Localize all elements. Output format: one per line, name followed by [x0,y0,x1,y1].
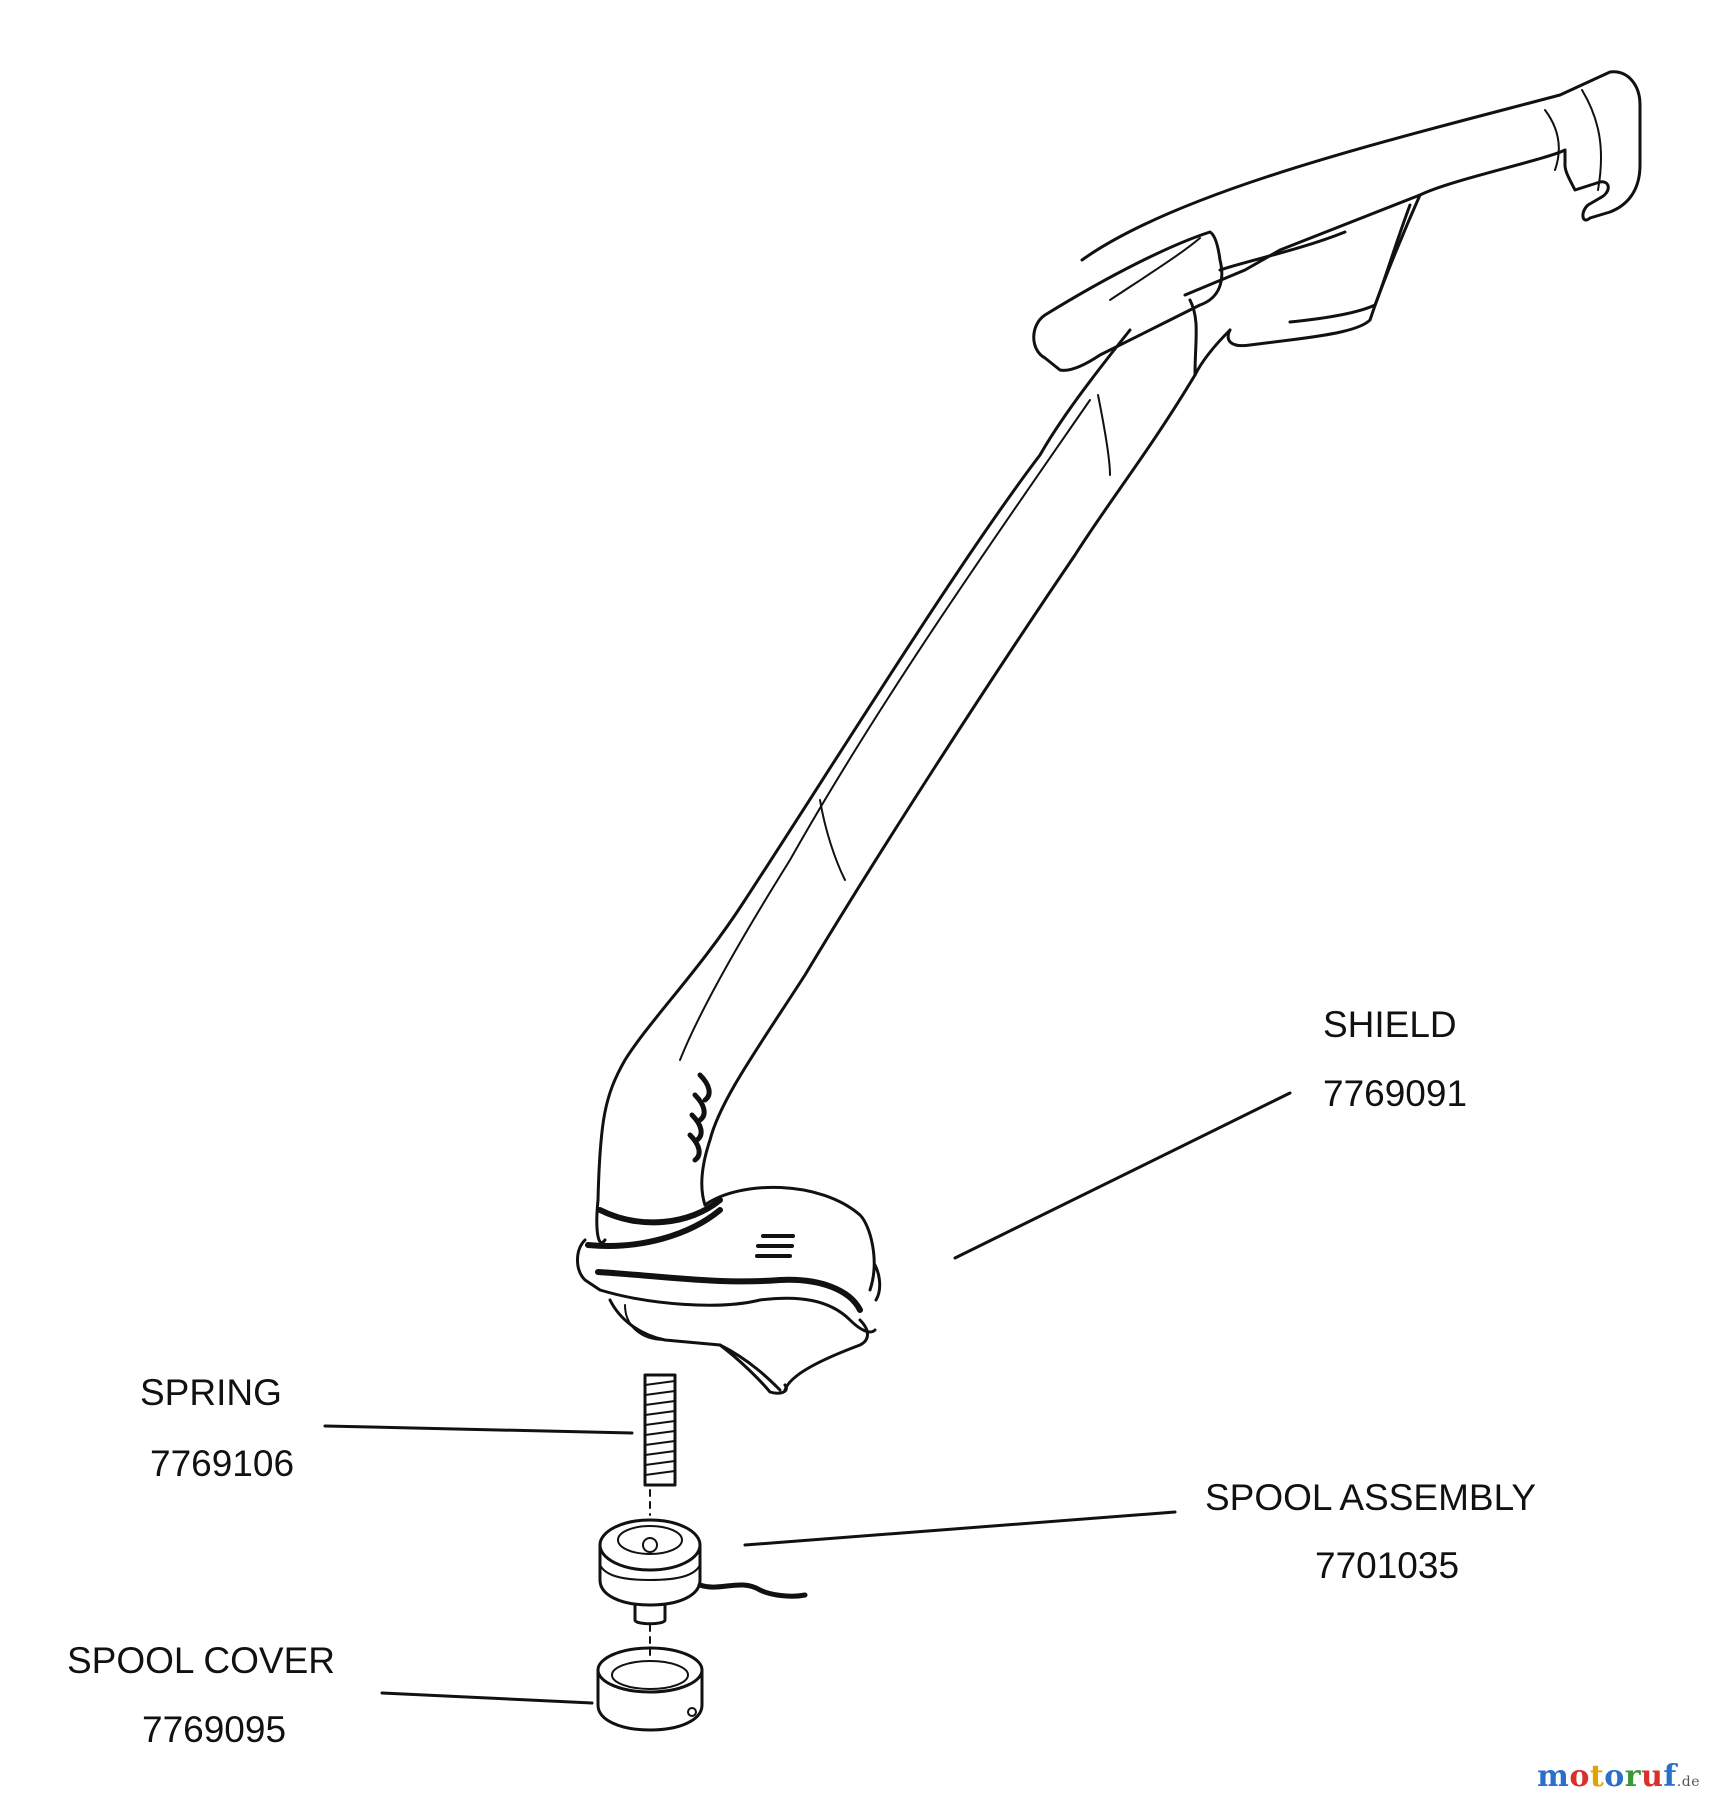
spool-cover-leader [380,1691,594,1705]
shield-part-number: 7769091 [1323,1073,1468,1114]
watermark-letter: o [1604,1759,1625,1794]
watermark-suffix: .de [1676,1774,1700,1790]
spring-label: SPRING [140,1372,282,1413]
watermark-letter: r [1624,1759,1642,1794]
spool-assembly-leader [743,1510,1177,1547]
spool-cover-part [596,1646,704,1732]
spool-assembly-part [598,1489,808,1661]
spool-cover-label: SPOOL COVER [67,1640,335,1681]
leader-lines [323,1091,1292,1705]
spool-cover-part-number: 7769095 [142,1709,287,1750]
spring-part [643,1373,677,1487]
spring-part-number: 7769106 [150,1443,295,1484]
shaft [596,328,1197,1207]
handle-assembly [1032,70,1642,377]
watermark-letter: f [1663,1759,1677,1794]
shield-leader [953,1091,1292,1260]
watermark-letter: m [1537,1759,1570,1794]
spool-assembly-part-number: 7701035 [1315,1545,1460,1586]
shield-housing [576,1072,882,1395]
watermark-letter: u [1641,1759,1664,1794]
watermark-letter: t [1589,1759,1605,1794]
shield-label: SHIELD [1323,1004,1457,1045]
spool-assembly-label: SPOOL ASSEMBLY [1205,1477,1537,1518]
watermark-letter: o [1569,1759,1590,1794]
motoruf-watermark: motoruf.de [1537,1759,1700,1794]
spring-leader [323,1424,634,1435]
